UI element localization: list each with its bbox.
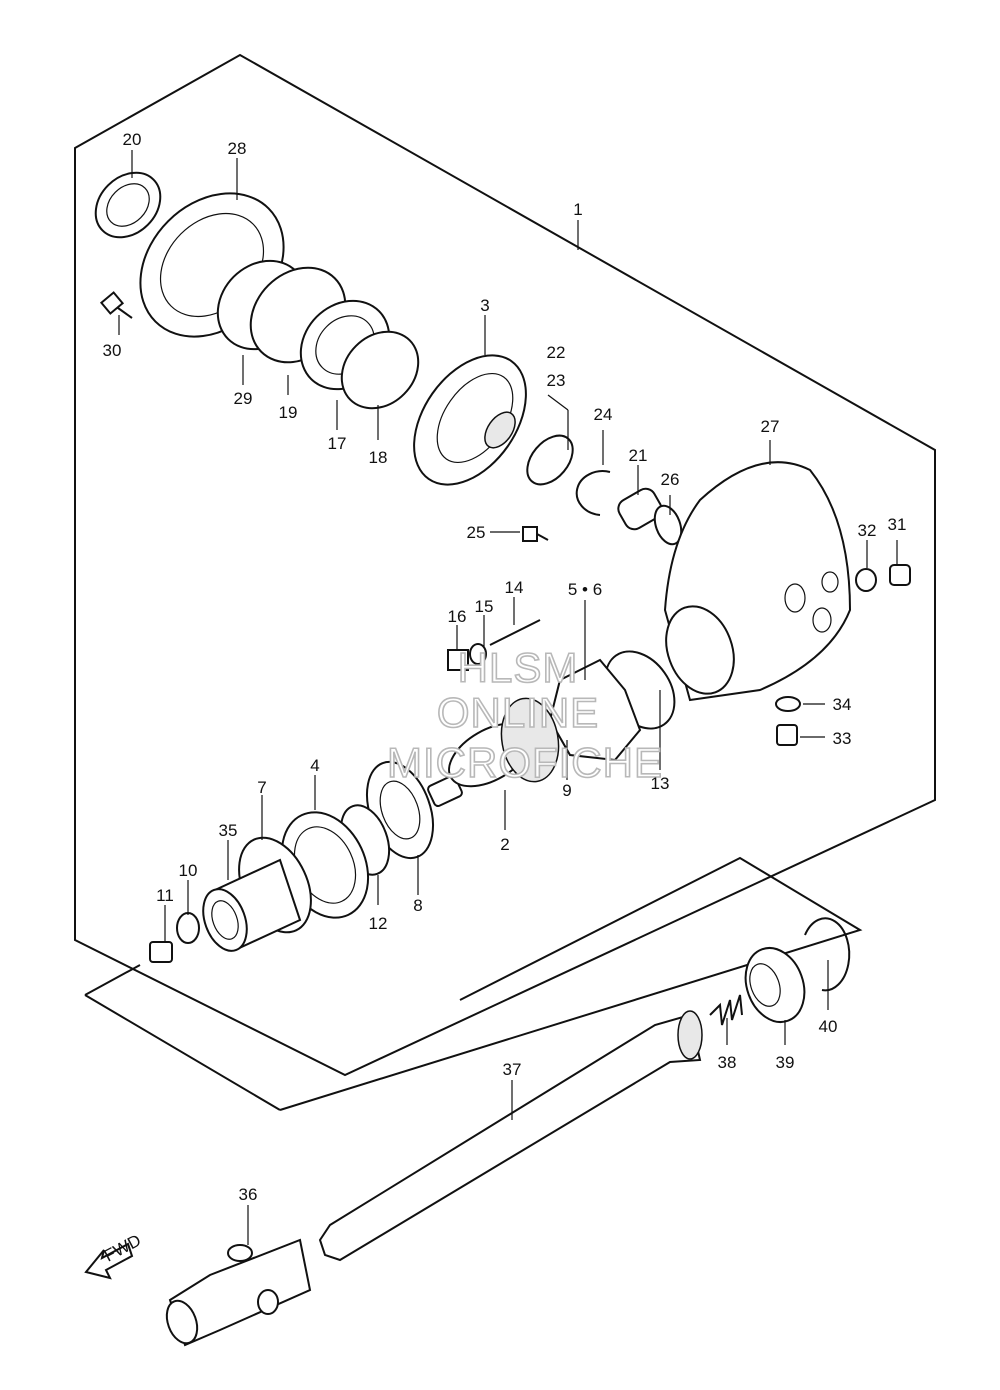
label-32: 32 — [858, 521, 877, 540]
part-20-oil-seal — [94, 171, 162, 239]
label-11: 11 — [156, 886, 174, 905]
watermark-line3: MICROFICHE — [387, 739, 663, 786]
label-36: 36 — [239, 1185, 258, 1204]
label-3: 3 — [480, 296, 489, 315]
label-40: 40 — [819, 1017, 838, 1036]
label-10: 10 — [179, 861, 198, 880]
label-19: 19 — [279, 403, 298, 422]
label-28: 28 — [228, 139, 247, 158]
label-9: 9 — [562, 781, 571, 800]
leader-lines — [118, 150, 898, 1245]
label-27: 27 — [761, 417, 780, 436]
part-22-23-shim — [526, 434, 574, 486]
part-35-coupling — [202, 858, 302, 952]
label-7: 7 — [257, 778, 266, 797]
part-37-drive-shaft — [318, 1010, 703, 1262]
label-37: 37 — [503, 1060, 522, 1079]
label-31: 31 — [888, 515, 907, 534]
part-32-gasket — [855, 568, 877, 592]
label-25: 25 — [467, 523, 486, 542]
label-26: 26 — [661, 470, 680, 489]
label-12: 12 — [369, 914, 388, 933]
label-33: 33 — [833, 729, 852, 748]
part-2-drive-pinion — [427, 697, 560, 807]
part-30-bolt — [99, 291, 133, 319]
label-13: 13 — [651, 774, 670, 793]
part-14-15-16-stud-nut — [447, 619, 541, 671]
label-20: 20 — [123, 130, 142, 149]
part-11-nut — [149, 941, 173, 963]
part-3-ring-gear — [413, 354, 527, 486]
part-18-ring — [340, 330, 420, 410]
part-25-bolt — [522, 526, 549, 542]
label-8: 8 — [413, 896, 422, 915]
label-34: 34 — [833, 695, 852, 714]
part-38-spring — [709, 994, 743, 1026]
label-16: 16 — [448, 607, 467, 626]
watermark: HLSM ONLINE MICROFICHE — [386, 643, 663, 787]
label-24: 24 — [594, 405, 613, 424]
watermark-line2: ONLINE — [437, 689, 599, 736]
part-24-circlip — [575, 470, 611, 516]
label-17: 17 — [328, 434, 347, 453]
label-23: 23 — [547, 371, 566, 390]
label-2: 2 — [500, 835, 509, 854]
label-35: 35 — [219, 821, 238, 840]
part-34-gasket — [775, 696, 801, 712]
part-labels: 1 2 3 4 5 • 6 7 8 9 10 11 12 13 14 15 16… — [103, 130, 907, 1204]
part-39-boot — [744, 947, 806, 1023]
label-21: 21 — [629, 446, 648, 465]
part-33-drain-plug — [776, 724, 798, 746]
part-36-universal-joint — [165, 1238, 312, 1347]
part-40-circlip — [804, 917, 851, 992]
label-18: 18 — [369, 448, 388, 467]
label-22: 22 — [547, 343, 566, 362]
part-27-final-gear-case — [663, 461, 852, 702]
part-26-washer — [653, 504, 683, 546]
label-4: 4 — [310, 756, 319, 775]
label-39: 39 — [776, 1053, 795, 1072]
label-15: 15 — [475, 597, 494, 616]
label-38: 38 — [718, 1053, 737, 1072]
watermark-line1: HLSM — [458, 644, 579, 691]
forward-arrow-icon: FWD — [84, 1231, 144, 1280]
label-14: 14 — [505, 578, 524, 597]
label-30: 30 — [103, 341, 122, 360]
assembly-outline-lower — [84, 856, 863, 1111]
assembly-outline-upper — [74, 53, 936, 1077]
label-29: 29 — [234, 389, 253, 408]
part-10-washer — [176, 912, 200, 944]
label-1: 1 — [573, 200, 582, 219]
part-31-plug — [889, 564, 911, 586]
label-5-6: 5 • 6 — [568, 580, 602, 599]
part-21-needle-bearing — [617, 487, 663, 531]
